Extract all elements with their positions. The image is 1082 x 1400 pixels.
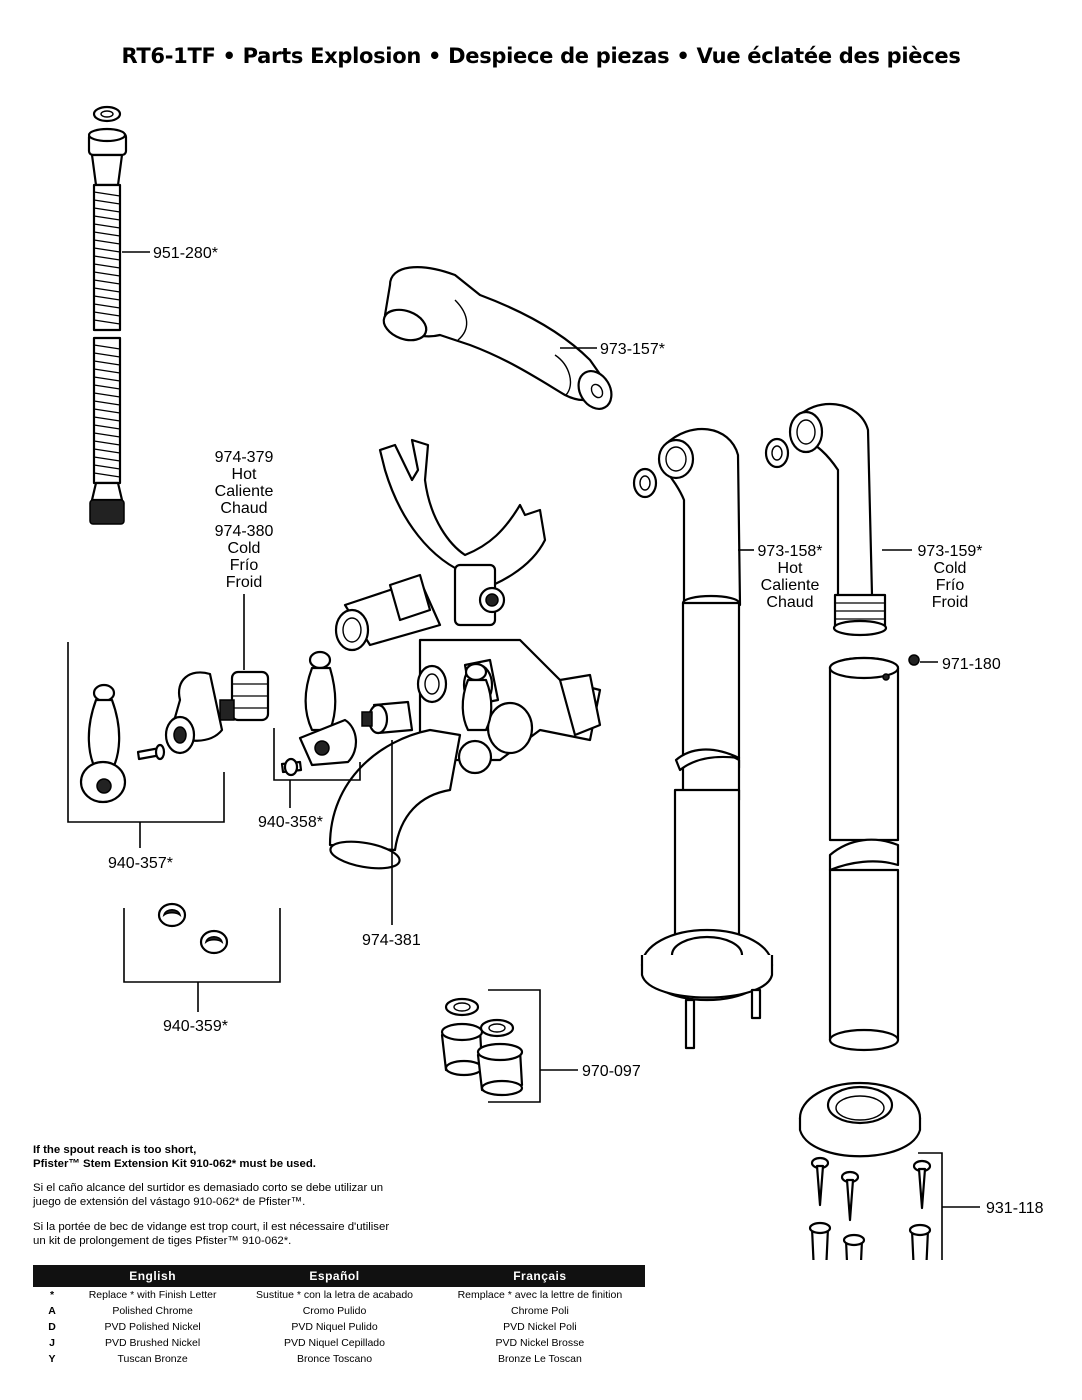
svg-text:Hot: Hot [778, 560, 803, 577]
hose-assembly [87, 105, 150, 525]
finish-spanish: PVD Niquel Pulido [291, 1321, 378, 1333]
finish-code: * [49, 1289, 55, 1301]
label-974-381: 974-381 [362, 932, 421, 949]
svg-text:Froid: Froid [226, 574, 262, 591]
note-en-line2: Pfister™ Stem Extension Kit 910-062* mus… [33, 1158, 316, 1170]
finish-code: J [49, 1337, 55, 1349]
header-spanish: Español [234, 1265, 435, 1287]
svg-text:973-158*: 973-158* [758, 543, 823, 560]
svg-text:Chaud: Chaud [766, 594, 813, 611]
label-971-180: 971-180 [942, 656, 1001, 673]
label-951-280: 951-280* [153, 245, 218, 262]
table-row: J PVD Brushed Nickel PVD Niquel Cepillad… [33, 1335, 645, 1351]
finish-spanish: Cromo Pulido [302, 1305, 367, 1317]
note-fr-line1: Si la portée de bec de vidange est trop … [33, 1221, 390, 1233]
note-french: Si la portée de bec de vidange est trop … [33, 1220, 453, 1248]
svg-text:Frío: Frío [936, 577, 965, 594]
finish-spanish: Bronce Toscano [296, 1353, 373, 1365]
label-973-158: 973-158* Hot Caliente Chaud [758, 543, 823, 611]
svg-text:974-379: 974-379 [215, 449, 274, 466]
finish-code: A [48, 1305, 56, 1317]
finish-french: Bronze Le Toscan [497, 1353, 582, 1365]
label-973-159: 973-159* Cold Frío Froid [918, 543, 983, 611]
note-en-line1: If the spout reach is too short, [33, 1144, 197, 1156]
finish-french: Chrome Poli [511, 1305, 569, 1317]
finish-english: Polished Chrome [112, 1305, 193, 1317]
svg-text:Frío: Frío [230, 557, 259, 574]
svg-text:Froid: Froid [932, 594, 968, 611]
finish-french: PVD Nickel Brosse [495, 1337, 585, 1349]
table-row: * Replace * with Finish Letter Sustitue … [33, 1287, 645, 1303]
table-row: D PVD Polished Nickel PVD Niquel Pulido … [33, 1319, 645, 1335]
svg-text:Caliente: Caliente [761, 577, 820, 594]
finish-spanish: PVD Niquel Cepillado [284, 1337, 385, 1349]
note-english: If the spout reach is too short, Pfister… [33, 1143, 453, 1171]
svg-text:Chaud: Chaud [220, 500, 267, 517]
svg-text:Cold: Cold [228, 540, 261, 557]
lever-handle-left [79, 683, 166, 804]
table-row: A Polished Chrome Cromo Pulido Chrome Po… [33, 1303, 645, 1319]
finish-french: Remplace * avec la lettre de finition [457, 1289, 623, 1301]
floor-flange [798, 1081, 922, 1158]
hot-riser [632, 427, 774, 1050]
header-code [33, 1265, 71, 1287]
set-screw [908, 654, 938, 666]
label-940-359: 940-359* [163, 1018, 228, 1035]
cold-riser [764, 402, 912, 637]
cartridge-parts [164, 670, 414, 755]
table-row: Y Tuscan Bronze Bronce Toscano Bronze Le… [33, 1351, 645, 1367]
finish-code: D [48, 1321, 56, 1333]
note-es-line1: Si el caño alcance del surtidor es demas… [33, 1182, 384, 1194]
label-940-357: 940-357* [108, 855, 173, 872]
note-es-line2: juego de extensión del vástago 910-062* … [33, 1196, 306, 1208]
finish-english: PVD Brushed Nickel [105, 1337, 201, 1349]
label-931-118: 931-118 [986, 1200, 1044, 1217]
finish-table: English Español Français * Replace * wit… [33, 1265, 645, 1367]
svg-text:Hot: Hot [232, 466, 257, 483]
svg-text:Caliente: Caliente [215, 483, 274, 500]
valve-body-assembly [328, 438, 602, 925]
label-974-379: 974-379 Hot Caliente Chaud [215, 449, 274, 517]
label-940-358: 940-358* [258, 814, 323, 831]
mounting-hardware [808, 1156, 932, 1260]
finish-table-header: English Español Français [33, 1265, 645, 1287]
lever-handle-right [280, 650, 493, 777]
svg-text:973-159*: 973-159* [918, 543, 983, 560]
parts-explosion-diagram: 951-280* 973-157* 974-379 Hot Caliente C… [67, 105, 1044, 1260]
finish-english: Tuscan Bronze [117, 1353, 188, 1365]
note-spanish: Si el caño alcance del surtidor es demas… [33, 1181, 453, 1209]
extension-tube [828, 656, 900, 1052]
label-974-380: 974-380 Cold Frío Froid [215, 523, 274, 591]
finish-english: Replace * with Finish Letter [88, 1289, 217, 1301]
svg-text:Cold: Cold [934, 560, 967, 577]
note-fr-line2: un kit de prolongement de tiges Pfister™… [33, 1235, 292, 1247]
finish-french: PVD Nickel Poli [503, 1321, 577, 1333]
svg-text:974-380: 974-380 [215, 523, 274, 540]
header-french: Français [434, 1265, 645, 1287]
label-973-157: 973-157* [600, 341, 665, 358]
header-english: English [71, 1265, 235, 1287]
hand-shower [382, 266, 613, 410]
label-970-097: 970-097 [582, 1063, 641, 1080]
finish-code: Y [48, 1353, 56, 1365]
indicator-buttons [157, 902, 229, 955]
finish-spanish: Sustitue * con la letra de acabado [255, 1289, 414, 1301]
page-title: RT6-1TF • Parts Explosion • Despiece de … [121, 44, 961, 68]
finish-english: PVD Polished Nickel [104, 1321, 201, 1333]
supply-connectors [440, 997, 524, 1097]
